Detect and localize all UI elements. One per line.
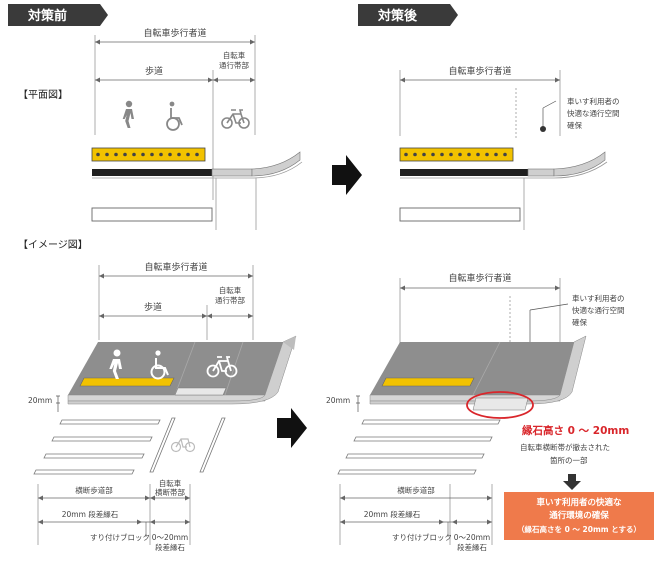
label-pedestrian: 歩道: [145, 65, 163, 77]
label-curb-height: 縁石高さ 0 ～ 20mm: [522, 424, 629, 437]
bicycle-icon-faint: [170, 438, 196, 453]
label-sidewalk-after: 自転車歩行者道: [448, 65, 511, 77]
label-bike-1: 自転車: [223, 50, 246, 60]
image-before: 自転車歩行者道 歩道 自転車 通行帯部: [28, 261, 297, 552]
label-curb-20-after: 20mm 段差縁石: [364, 509, 421, 519]
bicycle-icon-img: [206, 356, 238, 378]
sidewalk-surface: [68, 342, 283, 395]
curb-hatch-img: [174, 387, 227, 396]
result-box: [504, 492, 654, 540]
section-image-label: 【イメージ図】: [18, 239, 88, 251]
right-arrow-icon-2: [277, 408, 307, 448]
pedestrian-icon-img: [109, 349, 122, 379]
highlight-ellipse: [466, 391, 534, 419]
crosswalk-stripe: [91, 207, 213, 222]
plan-after: 自転車歩行者道 車いす利用者の 快適な通行空間 確保: [399, 65, 620, 230]
curb-black: [92, 169, 212, 176]
header-after: 対策後: [358, 4, 458, 26]
label-curb-0-20-b: 段差縁石: [155, 542, 185, 552]
label-crossing-sidewalk: 横断歩道部: [75, 485, 113, 495]
image-after: 自転車歩行者道 車いす利用者の 快適な通行空間 確保 縁石高さ 0 ～ 20mm…: [326, 272, 654, 552]
label-curb-0-20-a: 0～20mm: [152, 533, 188, 542]
wheelchair-icon: [166, 101, 183, 131]
label-20mm: 20mm: [28, 396, 52, 405]
down-arrow-icon: [563, 474, 581, 490]
label-bike-img-1: 自転車: [219, 285, 242, 295]
label-removed-1: 自転車横断帯が撤去された: [520, 442, 610, 452]
label-wheelchair-3: 確保: [567, 120, 582, 130]
bicycle-icon: [221, 109, 250, 129]
label-wheelchair-1: 車いす利用者の: [567, 96, 620, 106]
label-result-2: 通行環境の確保: [549, 510, 609, 521]
wheelchair-icon-img: [150, 350, 169, 380]
label-wheelchair-2: 快適な通行空間: [567, 108, 620, 118]
header-before-text: 対策前: [27, 8, 67, 24]
label-wheelchair-img-2: 快適な通行空間: [572, 305, 625, 315]
label-bike-img-2: 通行帯部: [215, 295, 245, 305]
label-crossing-bike-2: 横断帯部: [155, 487, 185, 497]
pedestrian-icon: [122, 100, 134, 128]
crosswalk-stripes: [33, 419, 161, 475]
label-20mm-after: 20mm: [326, 396, 350, 405]
label-bike-2: 通行帯部: [219, 60, 249, 70]
curb-hatch-img-after: [472, 397, 529, 411]
label-slope-block: すり付けブロック: [90, 532, 150, 542]
label-result-3: （縁石高さを 0 ～ 20mm とする）: [517, 524, 641, 534]
label-crossing-bike-1: 自転車: [159, 478, 182, 488]
label-curb-20: 20mm 段差縁石: [62, 509, 119, 519]
tactile-dots: [96, 152, 199, 157]
section-plan-label: 【平面図】: [18, 89, 68, 101]
label-curb-0-20-after-b: 段差縁石: [457, 542, 487, 552]
label-slope-block-after: すり付けブロック: [392, 532, 452, 542]
label-result-1: 車いす利用者の快適な: [536, 497, 622, 508]
label-removed-2: 箇所の一部: [550, 455, 588, 465]
label-sidewalk-img: 自転車歩行者道: [144, 261, 207, 273]
label-wheelchair-img-1: 車いす利用者の: [572, 293, 625, 303]
tactile-strip: [91, 147, 206, 162]
tactile-strip-img: [79, 377, 175, 387]
label-wheelchair-img-3: 確保: [572, 317, 587, 327]
header-before: 対策前: [8, 4, 108, 26]
label-crossing-sidewalk-after: 横断歩道部: [397, 485, 435, 495]
header-after-text: 対策後: [377, 8, 418, 24]
label-curb-0-20-after-a: 0～20mm: [454, 533, 490, 542]
label-sidewalk: 自転車歩行者道: [143, 27, 206, 39]
plan-before: 自転車歩行者道 歩道 自転車 通行帯部: [91, 27, 303, 230]
label-pedestrian-img: 歩道: [144, 301, 162, 313]
right-arrow-icon: [332, 155, 362, 195]
label-sidewalk-img-after: 自転車歩行者道: [448, 272, 511, 284]
curb-hatch: [211, 168, 253, 177]
